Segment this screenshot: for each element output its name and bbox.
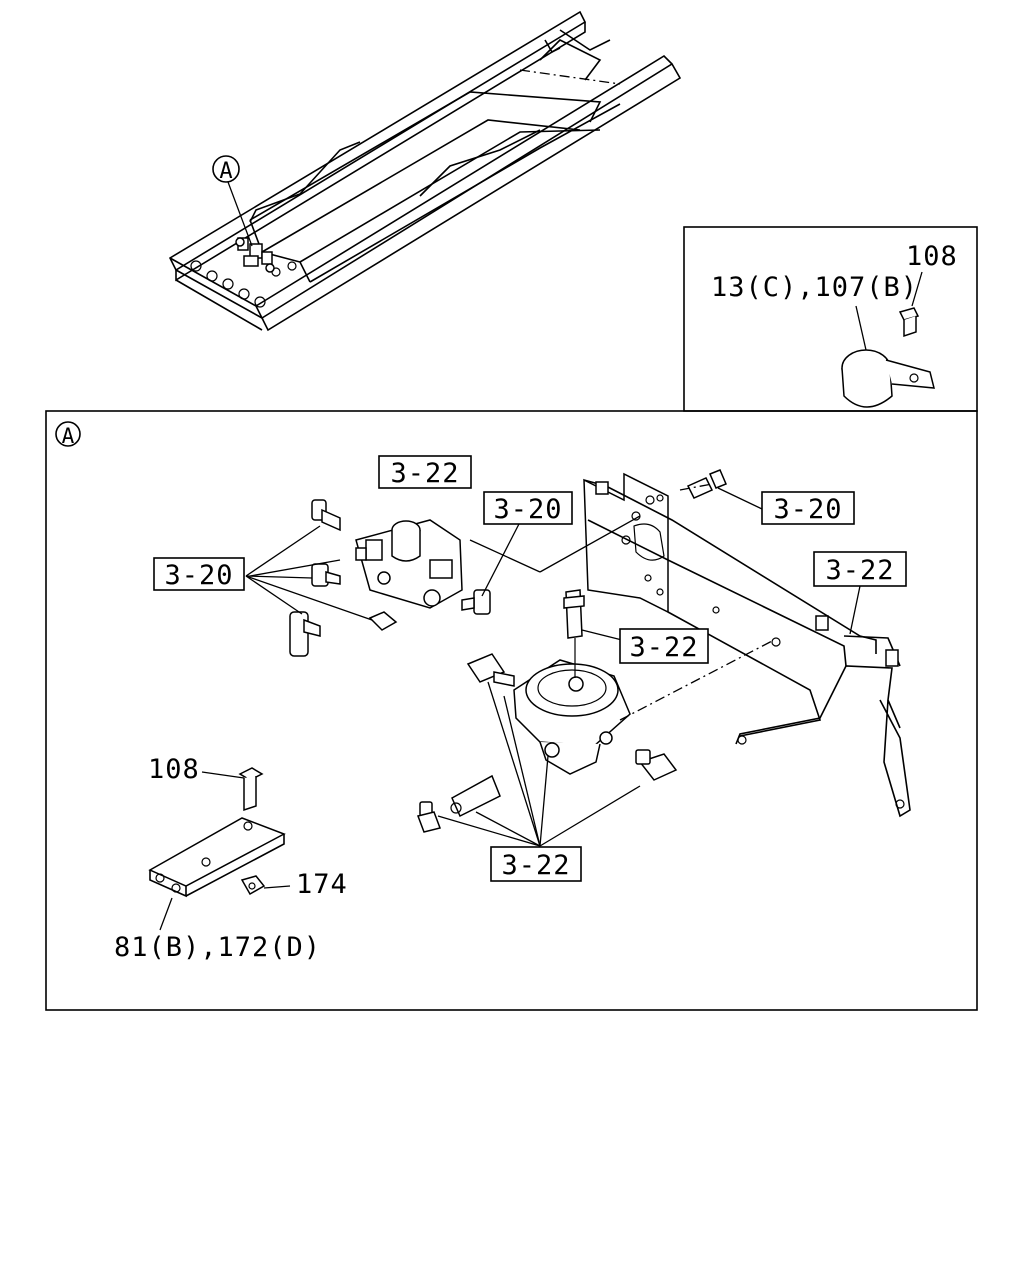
detail-marker: A [62, 424, 75, 448]
callout-6: 3-22 [619, 628, 709, 664]
bracket-bolt-icon [686, 469, 727, 499]
frame-holes [190, 260, 297, 308]
fitting-elbow-9 [417, 801, 441, 833]
quick-release-valve [513, 659, 631, 775]
valve-cluster-location [235, 237, 275, 273]
fitting-elbow-1 [311, 499, 341, 532]
detail-marker-circle [55, 421, 81, 447]
inset-label-clamp: 13(C),107(B) [711, 272, 918, 303]
svg-text:3-22: 3-22 [825, 555, 894, 586]
callout-2: 3-20 [483, 491, 573, 525]
svg-text:3-20: 3-20 [493, 494, 562, 525]
chassis-frame-overview: A [168, 10, 682, 332]
label-plate: 81(B),172(D) [114, 932, 321, 963]
svg-text:3-22: 3-22 [501, 850, 570, 881]
relay-valve [355, 519, 463, 609]
fitting-connector-8 [450, 774, 501, 818]
overview-marker-circle [212, 155, 240, 183]
callout-4: 3-20 [153, 557, 245, 591]
label-nut-174: 174 [296, 869, 348, 900]
connector-top [563, 589, 585, 678]
plate-nut-icon [240, 875, 266, 896]
svg-text:3-22: 3-22 [390, 458, 459, 489]
fitting-tee-2 [311, 563, 341, 587]
svg-text:3-20: 3-20 [164, 560, 233, 591]
overview-marker: A [219, 159, 232, 184]
fitting-plug-4 [368, 611, 398, 631]
detail-view-a: A [45, 410, 978, 1011]
callout-1: 3-22 [378, 455, 472, 489]
mounting-bracket [583, 472, 911, 818]
label-bolt-108: 108 [148, 754, 200, 785]
fitting-elbow-6 [466, 653, 515, 687]
mounting-plate [148, 817, 286, 898]
pipe-clamp-icon [841, 349, 935, 408]
plate-bolt-icon [238, 767, 264, 812]
fitting-tee-3 [289, 611, 321, 657]
inset-label-bolt: 108 [906, 241, 958, 272]
fitting-elbow-5 [461, 589, 491, 615]
fitting-elbow-7 [635, 749, 678, 781]
callout-5: 3-22 [813, 551, 907, 587]
clamp-bolt-icon [898, 307, 920, 338]
inset-clamp-box: 108 13(C),107(B) [683, 226, 978, 412]
svg-text:3-20: 3-20 [773, 494, 842, 525]
leader-lines [159, 483, 861, 931]
callout-7: 3-22 [490, 846, 582, 882]
svg-text:3-22: 3-22 [629, 632, 698, 663]
callout-3: 3-20 [761, 491, 855, 525]
